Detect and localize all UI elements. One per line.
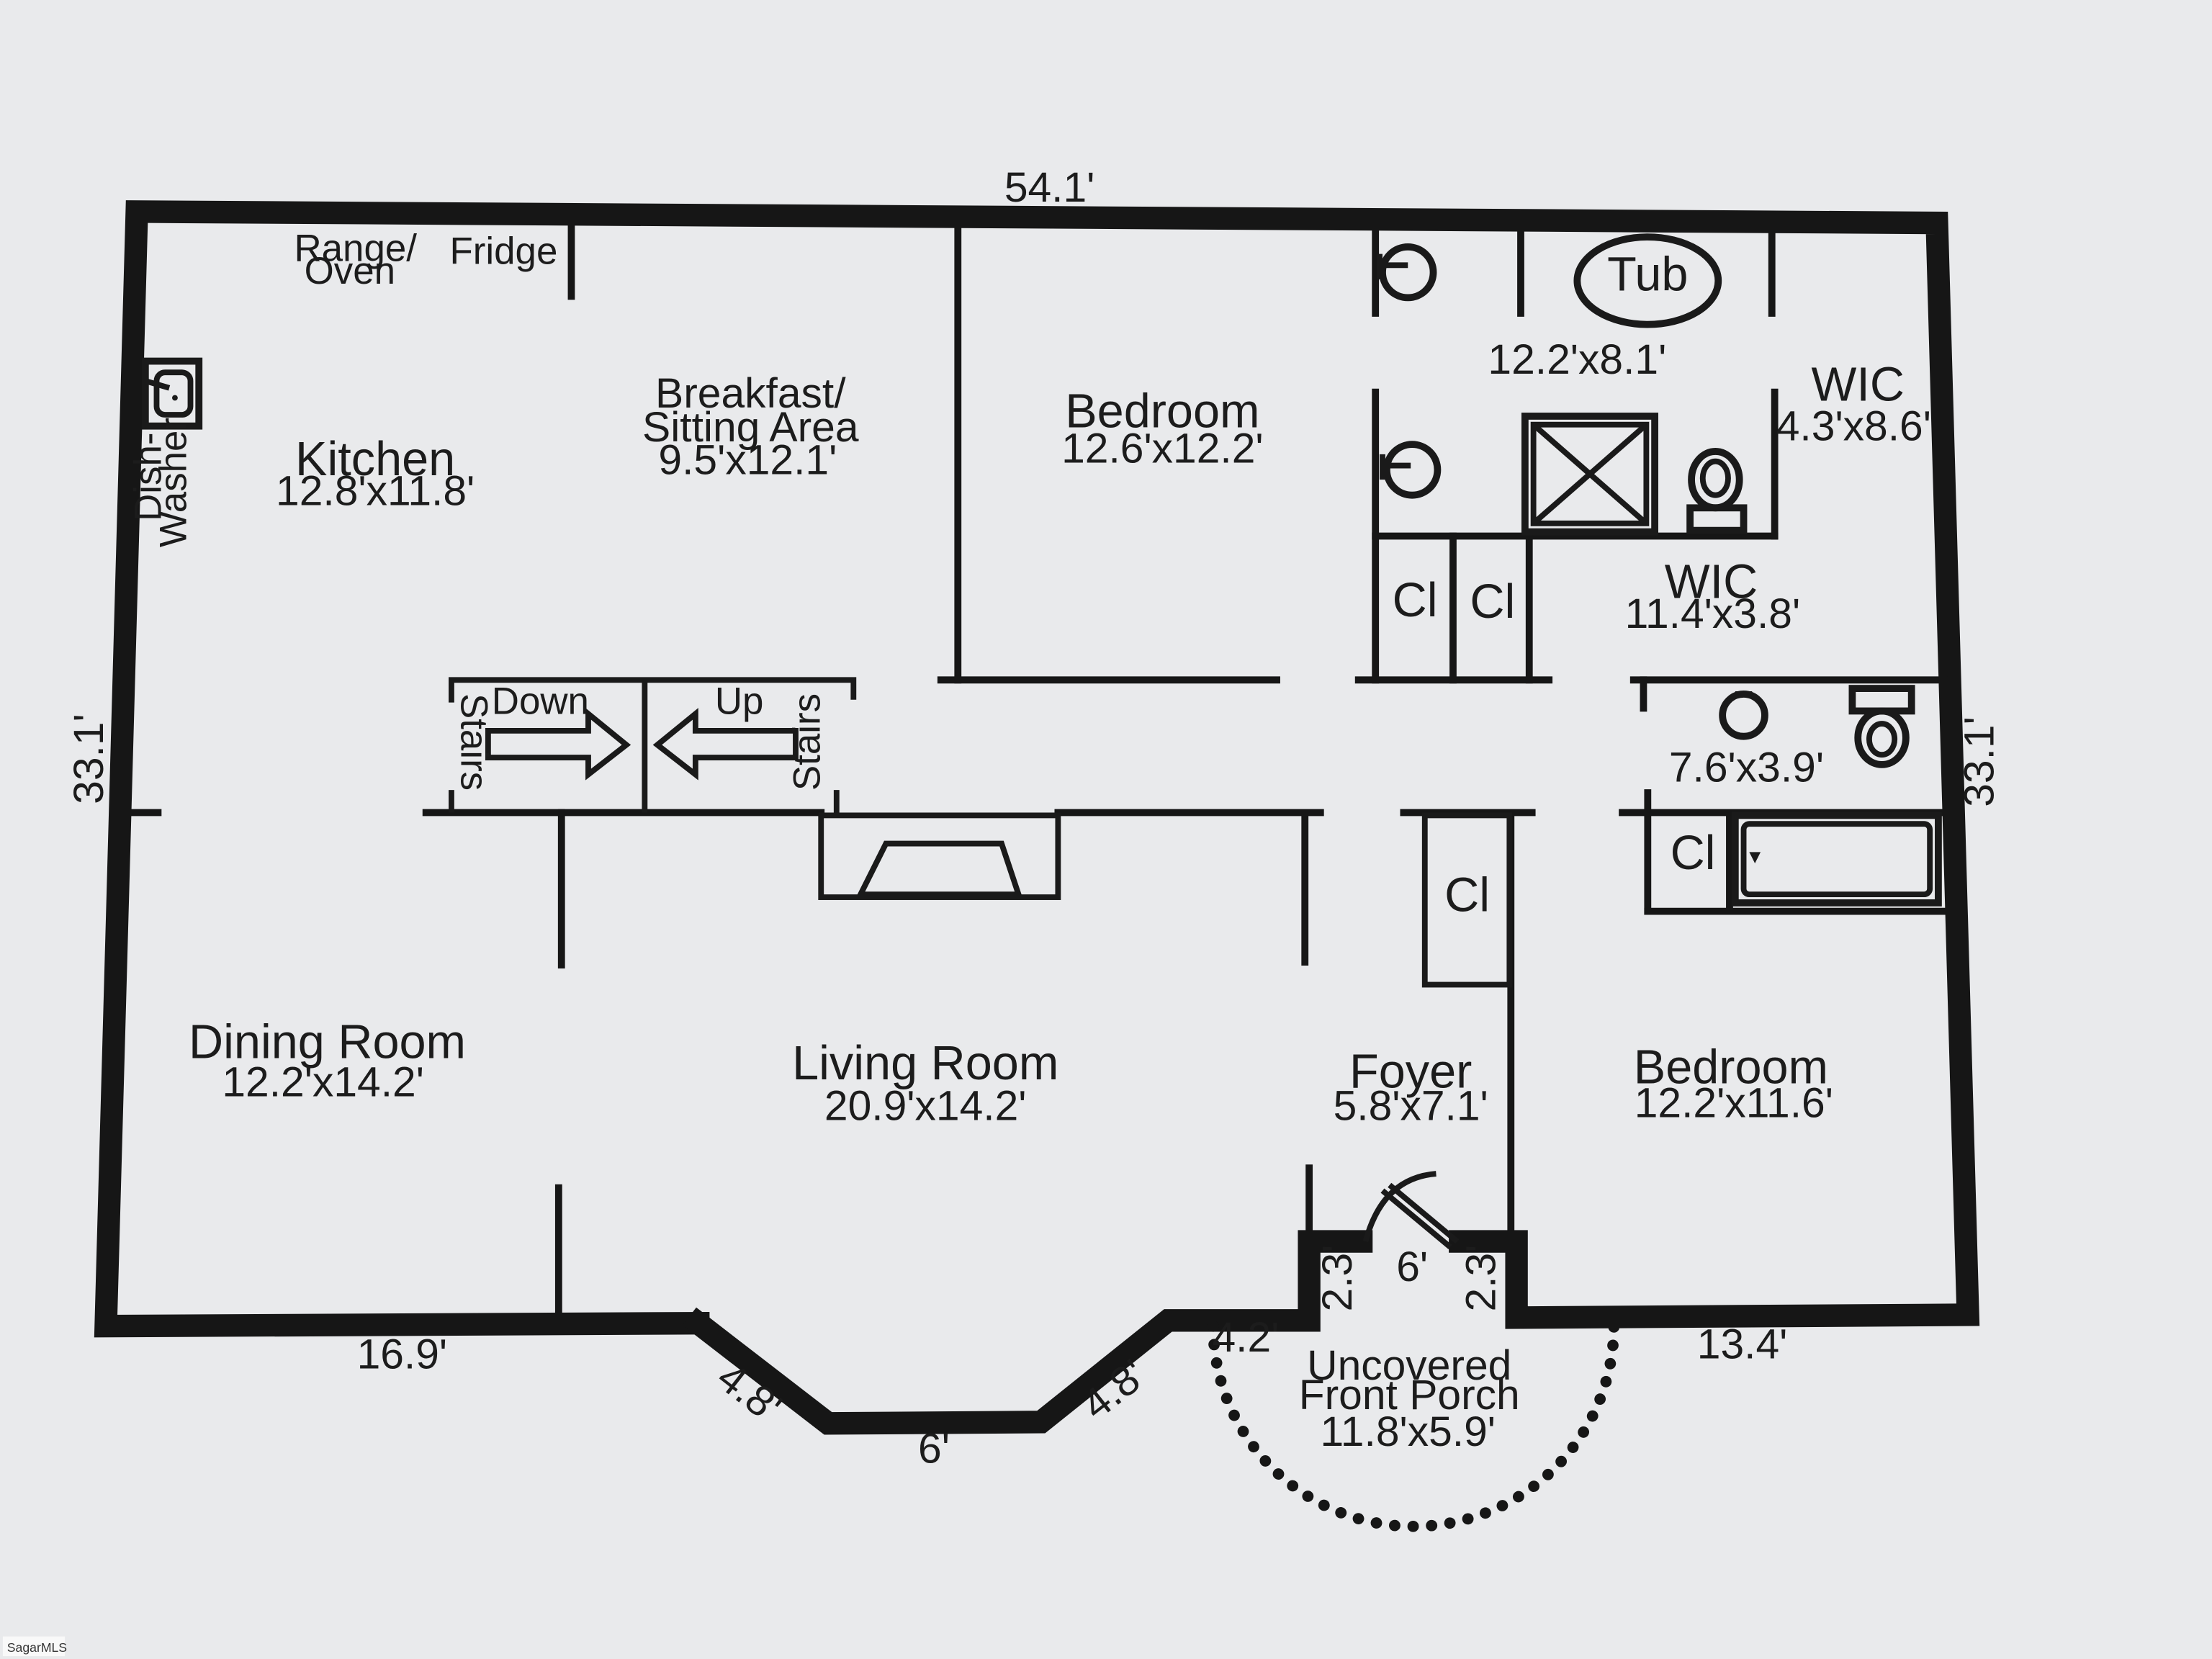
dimension-porch-side: 4.2'	[1212, 1314, 1279, 1361]
fixture-fridge-label: Fridge	[449, 230, 557, 272]
dimension-bay-center: 6'	[918, 1426, 950, 1473]
living-label: Living Room	[792, 1037, 1058, 1090]
fireplace	[818, 812, 1061, 900]
porch-label-1: Uncovered	[1307, 1342, 1511, 1389]
foyer-label: Foyer	[1349, 1046, 1472, 1099]
fixture-range-label: Range/	[294, 227, 417, 269]
breakfast-label-1: Breakfast/	[655, 370, 846, 417]
tub-label: Tub	[1607, 248, 1688, 302]
dimension-entry-right: 2.3'	[1458, 1245, 1505, 1312]
bedroom-top-label: Bedroom	[1065, 385, 1259, 439]
mls-watermark: SagarMLS	[2, 1636, 67, 1657]
watermark-text: SagarMLS	[7, 1640, 67, 1655]
stairs-label-left: Stairs	[453, 693, 495, 791]
closet-label-4: Cl	[1444, 869, 1490, 922]
dimension-left: 33.1'	[66, 714, 112, 804]
dimension-bottom-right: 13.4'	[1697, 1321, 1788, 1368]
breakfast-label-2: Sitting Area	[642, 404, 859, 451]
stairs-up-label: Up	[715, 680, 764, 722]
dimension-top: 54.1'	[1004, 164, 1095, 211]
closet-label-2: Cl	[1470, 575, 1515, 629]
wic-mid-label: WIC	[1665, 556, 1758, 609]
dimension-bottom-left: 16.9'	[357, 1331, 448, 1377]
tub-icon	[1573, 233, 1722, 328]
hall-bath-size: 7.6'x3.9'	[1669, 744, 1824, 791]
stairs	[449, 677, 857, 813]
kitchen-sink	[141, 357, 203, 430]
wic-top-size: 4.3'x8.6'	[1776, 403, 1931, 449]
fixture-dishwasher-label-1: Dish-	[127, 433, 169, 521]
bedroom-bottom-size: 12.2'x11.6'	[1635, 1080, 1833, 1127]
stairs-label-right: Stairs	[786, 693, 828, 791]
dimension-right: 33.1'	[1956, 716, 2002, 807]
wic-top-label: WIC	[1812, 358, 1905, 411]
wic-mid-size: 11.4'x3.8'	[1625, 590, 1801, 637]
bath-sink-top	[1377, 243, 1437, 302]
closet-label-3: Cl	[1671, 827, 1716, 880]
closet-label-1: Cl	[1393, 574, 1438, 627]
front-door	[1362, 1171, 1460, 1249]
porch-label-2: Front Porch	[1299, 1372, 1520, 1419]
hall-bath-tub	[1731, 811, 1942, 907]
bedroom-top-size: 12.6'x12.2'	[1061, 426, 1264, 472]
porch-outline	[1208, 1320, 1620, 1532]
toilet-icon	[1686, 448, 1748, 534]
living-size: 20.9'x14.2'	[824, 1083, 1027, 1130]
dining-size: 12.2'x14.2'	[222, 1058, 424, 1105]
stairs-down-arrow	[485, 708, 631, 781]
breakfast-size: 9.5'x12.1'	[658, 436, 837, 483]
interior-walls	[123, 219, 1948, 1324]
stairs-up-arrow	[652, 708, 799, 781]
kitchen-size: 12.8'x11.8'	[276, 467, 475, 514]
porch-size: 11.8'x5.9'	[1320, 1408, 1496, 1455]
shower-icon	[1521, 413, 1659, 536]
kitchen-label: Kitchen	[295, 433, 455, 486]
stairs-down-label: Down	[492, 680, 589, 722]
dining-label: Dining Room	[189, 1015, 466, 1069]
dimension-bay-right: 4.8'	[1074, 1351, 1155, 1429]
foyer-closet	[1421, 812, 1513, 988]
fixture-oven-label: Oven	[305, 250, 395, 292]
hall-bath-sink	[1719, 691, 1768, 740]
dimension-bay-left: 4.8'	[709, 1354, 790, 1431]
master-bath-size: 12.2'x8.1'	[1488, 336, 1666, 383]
hall-bath-toilet	[1848, 685, 1915, 768]
bath-sink-lower	[1380, 441, 1442, 499]
dimension-entry-left: 2.3'	[1314, 1245, 1361, 1312]
bedroom-bottom-label: Bedroom	[1634, 1041, 1828, 1094]
foyer-size: 5.8'x7.1'	[1334, 1083, 1488, 1130]
fixture-dishwasher-label-2: Washer	[153, 418, 195, 547]
dimension-entry-door: 6'	[1396, 1244, 1428, 1290]
